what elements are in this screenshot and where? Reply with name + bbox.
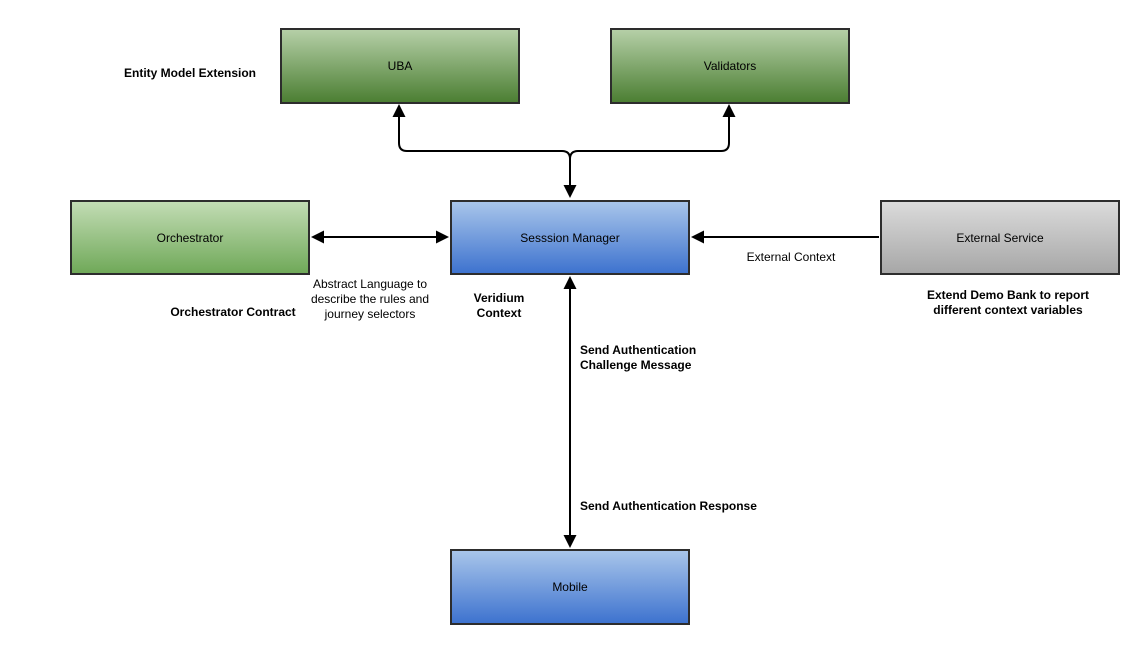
extend-demo-bank-label: Extend Demo Bank to report different con… — [926, 288, 1090, 317]
orchestrator-label: Orchestrator — [156, 230, 224, 245]
uba-label: UBA — [387, 59, 413, 73]
external-service-label: External Service — [956, 230, 1044, 245]
send-auth-response-label: Send Authentication Response — [580, 499, 757, 513]
mobile-label: Mobile — [552, 580, 588, 594]
validators-label: Validators — [703, 59, 757, 73]
entity-model-extension-label: Entity Model Extension — [123, 66, 256, 80]
veridium-context-label: Veridium Context — [473, 291, 525, 320]
mobile-box: Mobile — [450, 549, 690, 625]
external-context-label: External Context — [746, 250, 836, 264]
uba-box: UBA — [280, 28, 520, 104]
session-to-uba-validators-arrowheads — [392, 104, 736, 198]
external-service-box: External Service — [880, 200, 1120, 275]
orchestrator-box: Orchestrator — [70, 200, 310, 275]
session-manager-box: Sesssion Manager — [450, 200, 690, 275]
validators-box: Validators — [610, 28, 850, 104]
session-mobile-arrow — [563, 276, 577, 548]
send-auth-challenge-label: Send Authentication Challenge Message — [580, 343, 697, 372]
external-service-session-arrow — [691, 230, 879, 244]
session-to-uba-validators-connector — [398, 110, 730, 190]
orchestrator-session-arrow — [311, 230, 449, 244]
abstract-language-label: Abstract Language to describe the rules … — [310, 277, 430, 321]
orchestrator-contract-label: Orchestrator Contract — [170, 305, 296, 319]
session-manager-label: Sesssion Manager — [520, 230, 620, 245]
